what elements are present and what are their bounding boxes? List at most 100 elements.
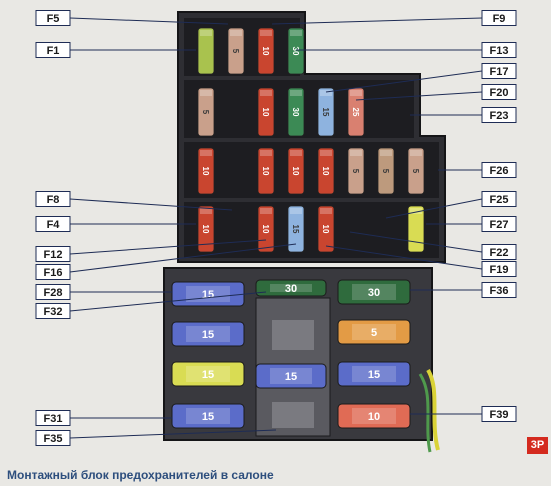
label-f26: F26	[481, 162, 517, 178]
label-text: F19	[490, 264, 509, 276]
fuse-value-label: 10	[261, 225, 270, 234]
fuse-value-label: 30	[291, 108, 300, 117]
fuse-row2-5: 25	[347, 87, 365, 137]
maxi-fuse-right-2: 5	[337, 319, 411, 345]
label-f31: F31	[35, 410, 71, 426]
fuse-value-label: 5	[351, 169, 360, 174]
fuse-value-label: 10	[201, 225, 210, 234]
maxi-fuse-right-4: 10	[337, 403, 411, 429]
label-text: F31	[44, 413, 63, 425]
fuse-row4-3: 15	[287, 205, 305, 253]
fuse-value-label: 5	[201, 110, 210, 115]
maxi-fuse-value-label: 5	[371, 327, 377, 339]
leader-line-f8	[69, 198, 233, 211]
maxi-fuse-left-3: 15	[171, 361, 245, 387]
label-f17: F17	[481, 63, 517, 79]
fuse-row1-3: 10	[257, 27, 275, 75]
fuse-value-label: 25	[351, 108, 360, 117]
fuse-value-label: 10	[201, 167, 210, 176]
fuse-value-label: 10	[261, 47, 270, 56]
fuse-row2-1: 5	[197, 87, 215, 137]
leader-line-f5	[69, 17, 229, 25]
fuse-value-label: 10	[321, 167, 330, 176]
label-text: F25	[490, 194, 509, 206]
leader-line-f32	[69, 291, 267, 312]
fuse-row3-3: 10	[287, 147, 305, 195]
fuse-value-label: 10	[321, 225, 330, 234]
fuse-row1-1	[197, 27, 215, 75]
label-text: F35	[44, 433, 63, 445]
label-text: F23	[490, 110, 509, 122]
maxi-fuse-middle-2: 15	[255, 363, 327, 389]
maxi-fuse-value-label: 30	[285, 283, 297, 295]
label-f19: F19	[481, 261, 517, 277]
label-text: F28	[44, 287, 63, 299]
maxi-fuse-right-3: 15	[337, 361, 411, 387]
fuse-row1-4: 30	[287, 27, 305, 75]
label-f23: F23	[481, 107, 517, 123]
upper-slot-rows	[184, 18, 439, 258]
leader-line-f22	[349, 231, 483, 253]
fuse-value-label: 5	[231, 49, 240, 54]
fuse-row4-2: 10	[257, 205, 275, 253]
label-text: F13	[490, 45, 509, 57]
fuse-value-label: 10	[291, 167, 300, 176]
maxi-fuse-left-4: 15	[171, 403, 245, 429]
fuse-value-label: 15	[321, 108, 330, 117]
label-f5: F5	[35, 10, 71, 26]
maxi-fuse-left-1: 15	[171, 281, 245, 307]
fuse-row3-2: 10	[257, 147, 275, 195]
maxi-fuse-value-label: 15	[202, 369, 214, 381]
label-f32: F32	[35, 303, 71, 319]
label-f39: F39	[481, 406, 517, 422]
label-f8: F8	[35, 191, 71, 207]
label-text: F32	[44, 306, 63, 318]
label-text: F27	[490, 219, 509, 231]
label-text: F36	[490, 285, 509, 297]
label-text: F12	[44, 249, 63, 261]
maxi-fuse-value-label: 15	[202, 289, 214, 301]
label-text: F17	[490, 66, 509, 78]
leader-line-f17	[325, 70, 483, 93]
maxi-fuse-value-label: 15	[368, 369, 380, 381]
fuse-row3-6: 5	[377, 147, 395, 195]
connector-pin-area	[272, 320, 314, 350]
label-f25: F25	[481, 191, 517, 207]
maxi-fuse-value-label: 15	[202, 411, 214, 423]
label-text: F22	[490, 247, 509, 259]
maxi-fuse-value-label: 15	[285, 371, 297, 383]
fuse-row4-1: 10	[197, 205, 215, 253]
leader-lines	[69, 17, 483, 439]
label-f1: F1	[35, 42, 71, 58]
leader-line-f35	[69, 429, 277, 439]
maxi-fuse-middle-1: 30	[255, 279, 327, 297]
leader-line-f9	[271, 17, 483, 25]
label-text: F8	[47, 194, 60, 206]
maxi-fuse-value-label: 15	[202, 329, 214, 341]
wire-green	[418, 373, 432, 453]
leader-line-f12	[69, 239, 267, 255]
leader-line-f16	[69, 243, 297, 273]
fuse-row4-5	[407, 205, 425, 253]
label-text: F1	[47, 45, 60, 57]
fuse-value-label: 15	[291, 225, 300, 234]
label-text: F4	[47, 219, 61, 231]
maxi-fuse-left-2: 15	[171, 321, 245, 347]
wire-yellow	[426, 368, 440, 451]
label-text: F26	[490, 165, 509, 177]
label-f12: F12	[35, 246, 71, 262]
fuse-value-label: 5	[381, 169, 390, 174]
maxi-fuse-value-label: 30	[368, 287, 380, 299]
label-f4: F4	[35, 216, 71, 232]
label-f28: F28	[35, 284, 71, 300]
fuse-value-label: 10	[261, 167, 270, 176]
fuse-row3-7: 5	[407, 147, 425, 195]
fuse-value-label: 30	[291, 47, 300, 56]
label-text: F20	[490, 87, 509, 99]
fuse-row4-4: 10	[317, 205, 335, 253]
fuse-row2-3: 30	[287, 87, 305, 137]
page-badge: 3P	[527, 437, 548, 454]
label-text: F9	[493, 13, 506, 25]
